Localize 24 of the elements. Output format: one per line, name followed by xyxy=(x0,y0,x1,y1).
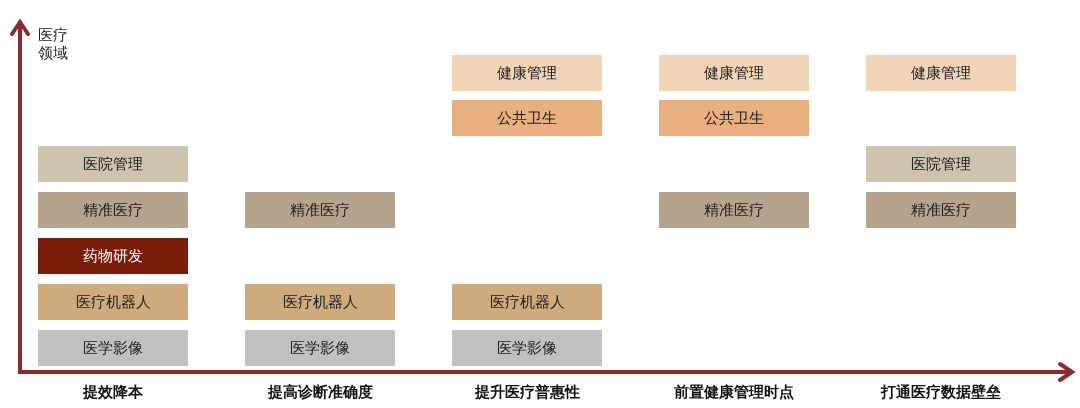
domain-box: 精准医疗 xyxy=(38,192,188,228)
axis-title: 医疗领域 xyxy=(38,26,68,62)
domain-box: 公共卫生 xyxy=(659,100,809,136)
domain-box: 医院管理 xyxy=(866,146,1016,182)
domain-box: 医学影像 xyxy=(38,330,188,366)
domain-box: 药物研发 xyxy=(38,238,188,274)
axis-category-label: 提高诊断准确度 xyxy=(266,383,374,402)
axis-category-label: 提效降本 xyxy=(82,383,144,402)
axis-category-label: 打通医疗数据壁垒 xyxy=(879,383,1002,402)
domain-box: 精准医疗 xyxy=(659,192,809,228)
axis-category-label: 前置健康管理时点 xyxy=(673,383,795,402)
domain-box: 精准医疗 xyxy=(866,192,1016,228)
domain-box: 健康管理 xyxy=(866,55,1016,91)
domain-box: 精准医疗 xyxy=(245,192,395,228)
domain-box: 健康管理 xyxy=(452,55,602,91)
domain-box: 医疗机器人 xyxy=(245,284,395,320)
domain-box: 健康管理 xyxy=(659,55,809,91)
domain-box: 医疗机器人 xyxy=(38,284,188,320)
axis-category-label: 提升医疗普惠性 xyxy=(473,383,581,402)
domain-box: 医学影像 xyxy=(452,330,602,366)
domain-box: 公共卫生 xyxy=(452,100,602,136)
domain-box: 医院管理 xyxy=(38,146,188,182)
domain-box: 医疗机器人 xyxy=(452,284,602,320)
domain-box: 医学影像 xyxy=(245,330,395,366)
